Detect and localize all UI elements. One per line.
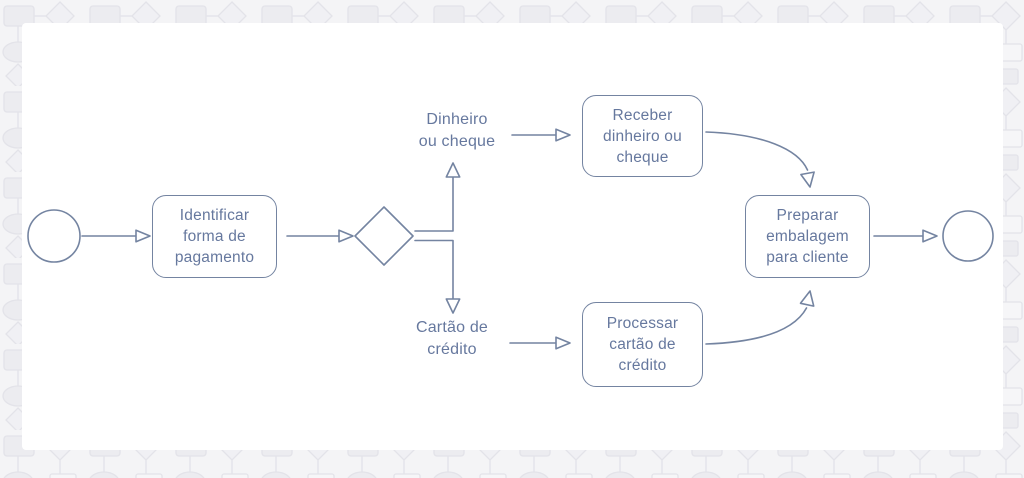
edge-label-line: crédito: [427, 341, 477, 358]
task-label-line: crédito: [618, 357, 667, 374]
arrow-identify-to-gateway: [286, 229, 354, 243]
task-label-line: cheque: [616, 148, 669, 166]
task-label-line: Identificar: [179, 207, 250, 224]
arrow-prepare-to-end: [873, 229, 938, 243]
edge-label-cartao-de-credito: Cartão de crédito: [390, 314, 514, 364]
arrow-cash-to-receive: [511, 128, 571, 142]
edge-label-line: Dinheiro: [426, 110, 488, 128]
task-label-line: Receber: [612, 106, 673, 124]
arrow-process-to-prepare: [705, 290, 815, 345]
edge-label-line: Cartão de: [415, 318, 489, 336]
task-preparar-embalagem-cliente: Preparar embalagem para cliente: [745, 195, 870, 278]
task-label-line: embalagem: [766, 228, 849, 245]
edge-label-dinheiro-ou-cheque: Dinheiro ou cheque: [395, 106, 519, 156]
task-label-line: dinheiro ou: [603, 127, 682, 145]
task-label-line: pagamento: [174, 249, 255, 266]
task-identificar-forma-pagamento: Identificar forma de pagamento: [152, 195, 277, 278]
task-label-line: forma de: [183, 228, 246, 245]
arrowhead-up: [445, 162, 461, 178]
task-label-line: para cliente: [766, 249, 849, 266]
arrow-card-to-process: [509, 336, 571, 350]
arrow-receive-to-prepare: [705, 131, 815, 188]
task-label-line: Preparar: [776, 207, 839, 224]
task-label-line: cartão de: [609, 336, 676, 353]
task-label-line: Processar: [606, 315, 679, 332]
arrow-start-to-identify: [81, 229, 151, 243]
gateway-branch-lines: [414, 162, 461, 314]
task-processar-cartao-credito: Processar cartão de crédito: [582, 302, 703, 387]
gateway-diamond: [354, 206, 414, 266]
task-receber-dinheiro-cheque: Receber dinheiro ou cheque: [582, 95, 703, 177]
end-event-circle: [942, 210, 994, 262]
start-event-circle: [27, 209, 81, 263]
edge-label-line: ou cheque: [418, 133, 496, 150]
arrowhead-down: [445, 298, 461, 314]
